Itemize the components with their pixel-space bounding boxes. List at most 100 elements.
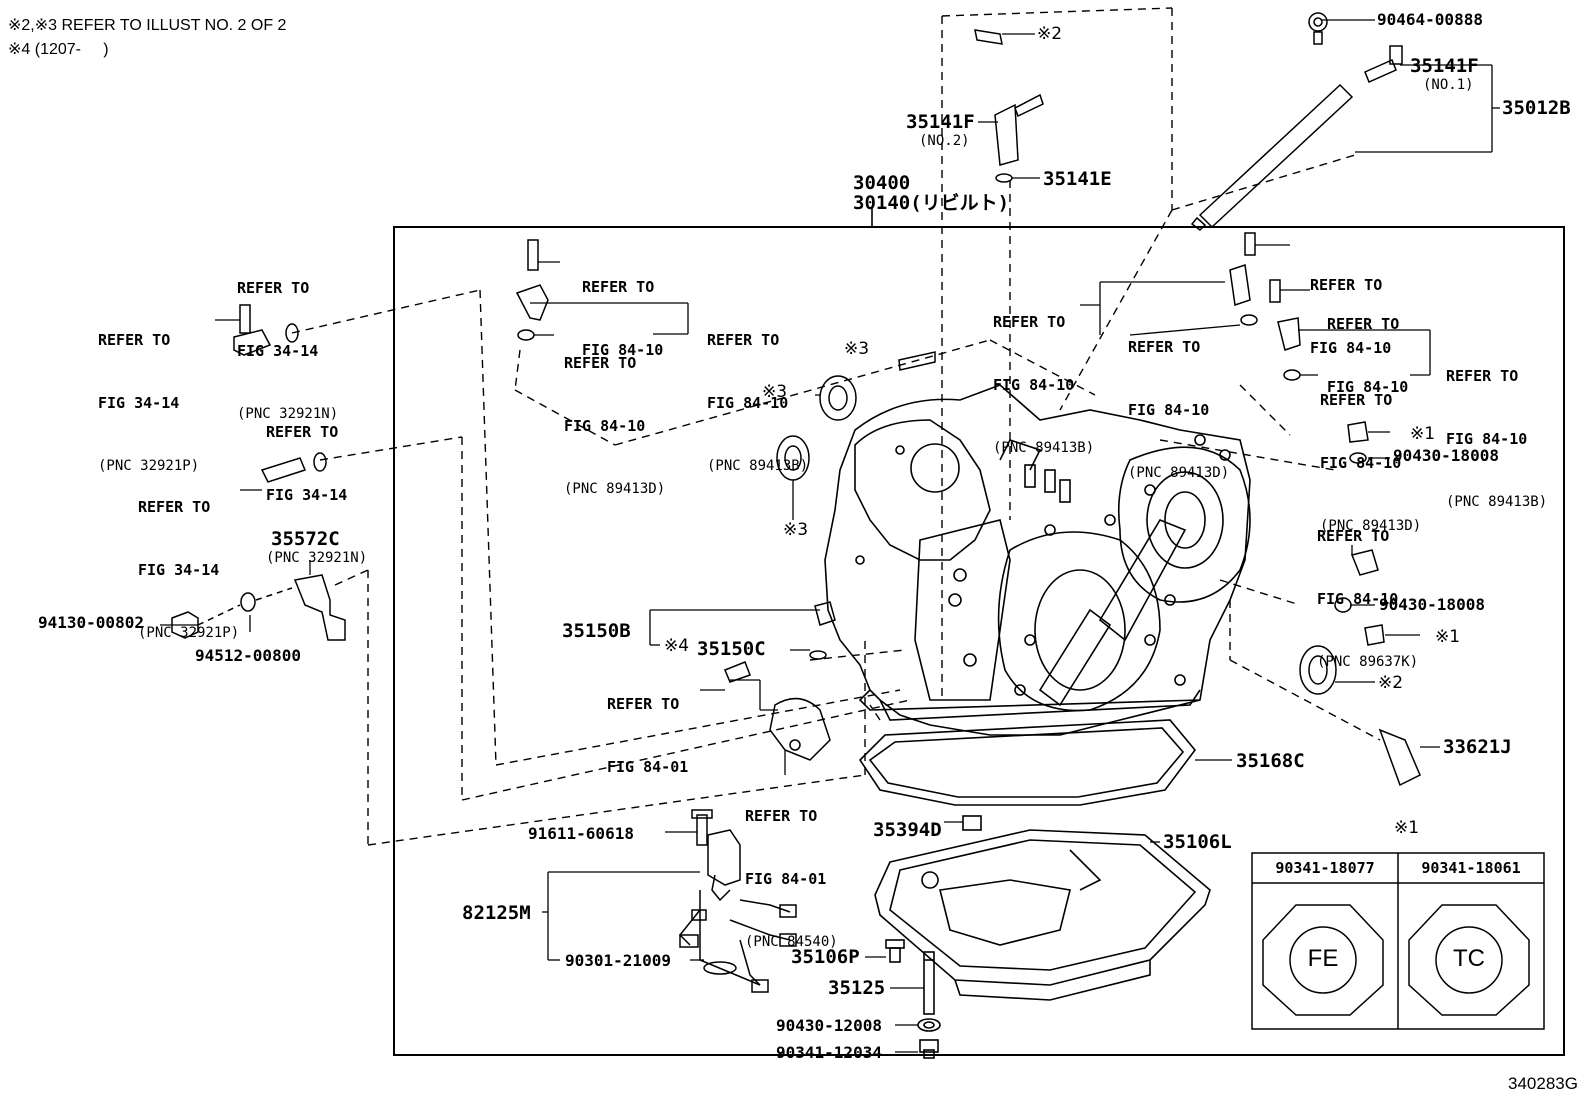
ref-line: REFER TO [1128, 338, 1201, 356]
ref-line: REFER TO [1310, 276, 1383, 294]
cap-label-tc: TC [1453, 945, 1485, 972]
part-33621J[interactable]: 33621J [1443, 736, 1512, 758]
mark-1-plug-upper: ※1 [1410, 424, 1436, 444]
table-col-90341-18077[interactable]: 90341-18077 [1275, 859, 1375, 877]
ref-line: FIG 84-01 [607, 758, 689, 776]
assembly-frame [393, 226, 1565, 1056]
note-line-2: ※4 (1207- ) [8, 41, 109, 58]
mark-2-seal: ※2 [1378, 673, 1404, 693]
washer-90430-12008 [917, 1018, 941, 1032]
ref-line: REFER TO [993, 313, 1066, 331]
ref-fig-84-10-g[interactable]: REFER TO FIG 84-10 [1327, 272, 1408, 419]
ref-fig-84-10-j[interactable]: REFER TO FIG 84-10 (PNC 89637K) [1317, 484, 1418, 694]
part-94130-00802[interactable]: 94130-00802 [38, 613, 144, 632]
ref-fig-84-10-d[interactable]: REFER TO FIG 84-10 (PNC 89413B) [993, 270, 1094, 480]
part-35141E[interactable]: 35141E [1043, 168, 1112, 190]
part-90464-00888[interactable]: 90464-00888 [1377, 10, 1483, 29]
ref-line: REFER TO [138, 498, 211, 516]
mark-1-plug-lower: ※1 [1435, 627, 1461, 647]
ref-fig-84-10-f[interactable]: REFER TO FIG 84-10 [1310, 233, 1391, 380]
part-35394D[interactable]: 35394D [873, 819, 942, 841]
ref-line: REFER TO [237, 279, 310, 297]
mark-3-seal: ※3 [762, 382, 788, 402]
ref-line: FIG 84-10 [582, 341, 664, 359]
ref-line: FIG 84-10 [1327, 378, 1409, 396]
left-fittings [233, 304, 327, 483]
ref-fig-84-10-b[interactable]: REFER TO FIG 84-10 (PNC 89413B) [707, 288, 808, 498]
ref-fig-84-10-e[interactable]: REFER TO FIG 84-10 (PNC 89413D) [1128, 295, 1229, 505]
ref-fig-34-14-b[interactable]: REFER TO FIG 34-14 (PNC 32921P) [98, 288, 199, 498]
ref-line: REFER TO [607, 695, 680, 713]
ref-pnc: (PNC 32921N) [266, 550, 368, 566]
ref-fig-34-14-c[interactable]: REFER TO FIG 34-14 (PNC 32921N) [266, 380, 367, 590]
ref-line: REFER TO [1320, 391, 1393, 409]
part-91611-60618[interactable]: 91611-60618 [528, 824, 634, 843]
ref-pnc: (PNC 84540) [745, 934, 838, 950]
ref-fig-84-10-h[interactable]: REFER TO FIG 84-10 (PNC 89413B) [1446, 324, 1547, 534]
ref-line: REFER TO [707, 331, 780, 349]
ref-pnc: (PNC 32921P) [98, 458, 200, 474]
ref-fig-84-10-i[interactable]: REFER TO FIG 84-10 (PNC 89413D) [1320, 348, 1421, 558]
ref-fig-84-01-a[interactable]: REFER TO FIG 84-01 [607, 652, 688, 799]
part-35168C[interactable]: 35168C [1236, 750, 1305, 772]
part-35125[interactable]: 35125 [828, 977, 886, 999]
cap-table [1251, 852, 1545, 1030]
plug-90341-12034 [919, 1039, 939, 1059]
ref-pnc: (PNC 89413D) [564, 481, 666, 497]
part-35150C[interactable]: 35150C [697, 638, 766, 660]
mark-1-table: ※1 [1394, 818, 1420, 838]
ref-pnc: (PNC 89413D) [1128, 465, 1230, 481]
part-90301-21009[interactable]: 90301-21009 [565, 951, 671, 970]
ref-line: REFER TO [1327, 315, 1400, 333]
mark-3-seal-lower: ※3 [783, 520, 809, 540]
ref-line: REFER TO [266, 423, 339, 441]
dashed-leaders [291, 7, 1381, 846]
note-line-1: ※2,※3 REFER TO ILLUST NO. 2 OF 2 [8, 17, 287, 34]
ref-line: FIG 34-14 [98, 394, 180, 412]
part-90430-18008-a[interactable]: 90430-18008 [1393, 446, 1499, 465]
part-94512-00800[interactable]: 94512-00800 [195, 646, 301, 665]
part-35106P[interactable]: 35106P [791, 946, 860, 968]
cap-label-fe: FE [1307, 945, 1339, 972]
ref-line: REFER TO [1446, 367, 1519, 385]
ref-line: FIG 84-10 [1446, 430, 1528, 448]
ref-line: REFER TO [582, 278, 655, 296]
ref-fig-84-10-a[interactable]: REFER TO FIG 84-10 [582, 235, 663, 382]
part-90430-18008-b[interactable]: 90430-18008 [1379, 595, 1485, 614]
ref-pnc: (PNC 89413B) [707, 458, 809, 474]
part-35106L[interactable]: 35106L [1163, 831, 1232, 853]
part-35012B[interactable]: 35012B [1502, 97, 1571, 119]
figure-code: 340283G [1508, 1074, 1578, 1093]
part-35150B[interactable]: 35150B [562, 620, 631, 642]
ref-pnc: (PNC 32921N) [237, 406, 339, 422]
bracket-35572C [171, 574, 346, 641]
ref-line: REFER TO [745, 807, 818, 825]
mark-4: ※4 [664, 636, 690, 656]
ref-fig-34-14-d[interactable]: REFER TO FIG 34-14 (PNC 32921P) [138, 455, 239, 665]
bolt-35125 [923, 951, 935, 1015]
ref-line: FIG 84-10 [1310, 339, 1392, 357]
part-90341-12034[interactable]: 90341-12034 [776, 1043, 882, 1062]
plug-35106P [885, 939, 905, 963]
ref-pnc: (PNC 89413B) [1446, 494, 1548, 510]
part-35572C[interactable]: 35572C [271, 528, 340, 550]
pan-gasket [858, 719, 1197, 806]
ref-fig-84-10-c[interactable]: REFER TO FIG 84-10 (PNC 89413D) [564, 311, 665, 521]
label-no2: (NO.2) [919, 133, 970, 149]
assembly-part-30140[interactable]: 30140(リビルト) [853, 192, 1010, 214]
part-35141F-no2[interactable]: 35141F [906, 111, 975, 133]
magnet-35394D [962, 815, 982, 831]
assembly-part-30400[interactable]: 30400 [853, 172, 911, 194]
ref-line: FIG 34-14 [237, 342, 319, 360]
ref-line: FIG 84-10 [564, 417, 646, 435]
part-90430-12008[interactable]: 90430-12008 [776, 1016, 882, 1035]
part-35141F-no1[interactable]: 35141F [1410, 55, 1479, 77]
ref-line: REFER TO [98, 331, 171, 349]
oil-pan [874, 829, 1211, 1001]
ref-pnc: (PNC 89637K) [1317, 654, 1419, 670]
ref-fig-84-01-b[interactable]: REFER TO FIG 84-01 (PNC 84540) [745, 764, 838, 974]
ref-fig-34-14-a[interactable]: REFER TO FIG 34-14 (PNC 32921N) [237, 236, 338, 446]
table-col-90341-18061[interactable]: 90341-18061 [1421, 859, 1521, 877]
part-82125M[interactable]: 82125M [462, 902, 531, 924]
